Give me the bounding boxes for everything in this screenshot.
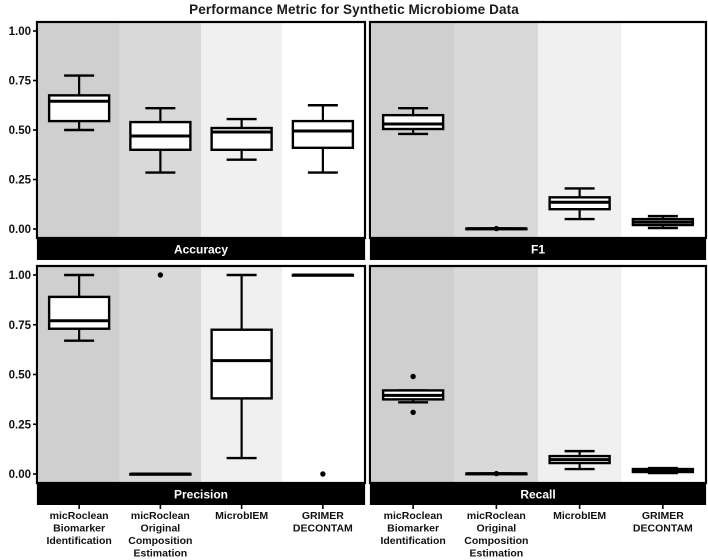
facet-band [621,23,705,237]
facet-recall: Recall [368,264,708,505]
boxplot-f1-3 [631,214,695,230]
facet-accuracy: Accuracy [35,20,367,260]
facet-band [454,267,538,482]
boxplot-recall-2 [548,449,611,471]
y-tick-label: 0.25 [9,419,32,431]
y-tick-label: 0.00 [9,469,31,481]
y-axis-row-1: 1.00 0.75 0.50 0.25 0.00 [9,270,37,481]
y-tick-label: 1.00 [9,270,31,282]
boxplot-recall-0 [381,373,445,416]
facet-band [454,23,538,237]
facet-f1: F1 [368,20,708,260]
y-axis-row-0: 1.00 0.75 0.50 0.25 0.00 [9,26,37,236]
iqr-box [47,94,111,123]
facet-band [538,267,622,482]
iqr-box [381,113,445,131]
facet-strip [36,483,366,505]
outlier-point [410,373,416,380]
facet-strip [369,483,707,505]
facet-precision: Precision [35,264,367,505]
boxplot-recall-1 [465,470,528,477]
facet-strip-label: Accuracy [174,243,228,257]
y-tick-label: 0.75 [9,320,32,332]
outlier-point [320,471,326,477]
facet-strip-label: Precision [174,488,228,502]
iqr-box [291,119,355,150]
iqr-box [47,295,111,330]
y-tick-label: 1.00 [9,26,31,38]
boxplot-accuracy-1 [129,107,192,174]
boxplot-precision-3 [291,273,355,477]
y-tick-label: 0.50 [9,370,31,382]
facet-strip-label: Recall [520,488,555,502]
y-tick-label: 0.25 [9,175,32,187]
boxplot-accuracy-0 [47,74,111,132]
facet-strip [36,238,366,260]
chart-title: Performance Metric for Synthetic Microbi… [189,2,519,17]
outlier-point [493,470,500,477]
boxplot-f1-0 [381,107,445,136]
y-tick-label: 0.50 [9,125,31,137]
facet-band [119,267,201,482]
boxplot-f1-2 [548,187,611,221]
facet-strip [369,238,707,260]
iqr-box [210,328,273,400]
facet-strip-label: F1 [531,243,545,257]
y-tick-label: 0.00 [9,224,31,236]
boxplot-precision-1 [129,272,192,476]
boxplot-accuracy-2 [210,117,273,161]
boxplot-precision-2 [210,273,273,460]
y-tick-label: 0.75 [9,76,32,88]
outlier-point [410,409,416,416]
outlier-point [493,225,500,232]
boxplot-accuracy-3 [291,104,355,174]
boxplot-precision-0 [47,273,111,342]
outlier-point [157,272,164,278]
x-category-label: MicrobIEM [553,510,606,522]
boxplot-recall-3 [631,466,695,475]
x-category-label: MicrobIEM [215,510,268,522]
boxplot-f1-1 [465,225,528,232]
facet-band [621,267,705,482]
facet-band [282,267,364,482]
